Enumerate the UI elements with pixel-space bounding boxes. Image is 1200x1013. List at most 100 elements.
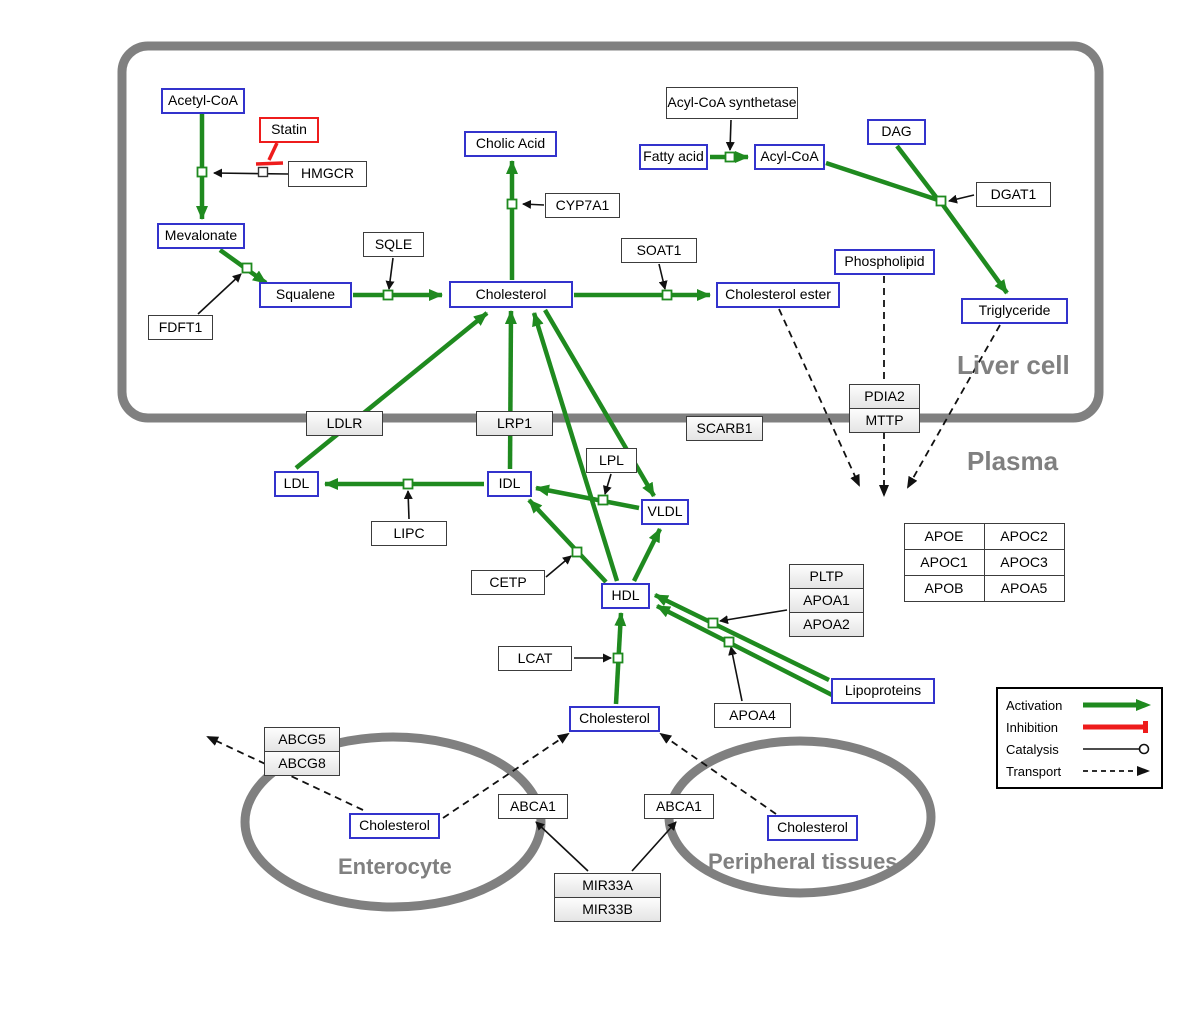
node-abca1-peripheral[interactable]: ABCA1 <box>644 794 714 819</box>
edge-cholesterolester-plasma <box>778 308 860 487</box>
reaction-node <box>382 289 394 301</box>
liver-cell-membrane <box>117 41 1104 423</box>
reaction-node <box>402 478 414 490</box>
edge-mir33-abca1-peripheral <box>631 821 677 872</box>
edge-hdl-vldl <box>631 527 663 583</box>
node-mttp[interactable]: MTTP <box>849 408 920 433</box>
node-lpl[interactable]: LPL <box>586 448 637 473</box>
legend-item-transport: Transport <box>998 760 1161 782</box>
node-fatty-acid[interactable]: Fatty acid <box>639 144 708 170</box>
edge-lipoproteins-hdl-1 <box>654 592 830 683</box>
anchor-node <box>257 166 269 178</box>
edge-idl-cholesterol <box>504 310 517 470</box>
node-pdia2[interactable]: PDIA2 <box>849 384 920 409</box>
node-squalene[interactable]: Squalene <box>259 282 352 308</box>
node-mir33a[interactable]: MIR33A <box>554 873 661 898</box>
node-ldlr[interactable]: LDLR <box>306 411 383 436</box>
edge-dgat1-reaction <box>948 194 975 204</box>
edge-enterocyte-cholesterol-plasma <box>442 732 570 819</box>
apo-table-cell[interactable]: APOC3 <box>983 548 1065 576</box>
legend-catalysis-label: Catalysis <box>1006 741 1059 757</box>
legend: Activation Inhibition Catalysis Transpor… <box>996 687 1163 789</box>
reaction-nodes <box>196 151 947 664</box>
node-acetyl-coa[interactable]: Acetyl-CoA <box>161 88 245 114</box>
node-cholesterol-peripheral[interactable]: Cholesterol <box>767 815 858 841</box>
node-acyl-coa[interactable]: Acyl-CoA <box>754 144 825 170</box>
node-sqle[interactable]: SQLE <box>363 232 424 257</box>
node-hmgcr[interactable]: HMGCR <box>288 161 367 187</box>
edge-acylcoasynthetase-reaction <box>725 119 735 151</box>
reaction-node <box>723 636 735 648</box>
node-abcg8[interactable]: ABCG8 <box>264 751 340 776</box>
node-vldl[interactable]: VLDL <box>641 499 689 525</box>
apo-table-cell[interactable]: APOA5 <box>983 574 1065 602</box>
node-scarb1[interactable]: SCARB1 <box>686 416 763 441</box>
node-statin[interactable]: Statin <box>259 117 319 143</box>
node-apoa2[interactable]: APOA2 <box>789 612 864 637</box>
apo-table-cell[interactable]: APOC1 <box>903 548 985 576</box>
node-fdft1[interactable]: FDFT1 <box>148 315 213 340</box>
edge-apoa-complex-reaction <box>719 609 788 625</box>
statin-inhibition-bar <box>255 161 284 166</box>
reaction-node <box>661 289 673 301</box>
node-mevalonate[interactable]: Mevalonate <box>157 223 245 249</box>
peripheral-tissues-label: Peripheral tissues <box>708 849 898 874</box>
node-lcat[interactable]: LCAT <box>498 646 572 671</box>
node-apoa4[interactable]: APOA4 <box>714 703 791 728</box>
inhibition-tbar-icon <box>1083 721 1148 733</box>
reaction-node <box>241 262 253 274</box>
node-abcg5[interactable]: ABCG5 <box>264 727 340 752</box>
node-abca1-enterocyte[interactable]: ABCA1 <box>498 794 568 819</box>
node-lrp1[interactable]: LRP1 <box>476 411 553 436</box>
apo-table-cell[interactable]: APOB <box>903 574 985 602</box>
node-pltp[interactable]: PLTP <box>789 564 864 589</box>
apolipoprotein-table: APOE APOC2 APOC1 APOC3 APOB APOA5 <box>903 522 1065 602</box>
liver-cell-label: Liver cell <box>957 350 1070 380</box>
node-cetp[interactable]: CETP <box>471 570 545 595</box>
node-mir33b[interactable]: MIR33B <box>554 897 661 922</box>
node-cyp7a1[interactable]: CYP7A1 <box>545 193 620 218</box>
activation-edges <box>196 114 1009 705</box>
edge-cyp7a1-reaction <box>522 199 545 209</box>
node-triglyceride[interactable]: Triglyceride <box>961 298 1068 324</box>
node-lipoproteins[interactable]: Lipoproteins <box>831 678 935 704</box>
apo-table-cell[interactable]: APOE <box>903 522 985 550</box>
node-dgat1[interactable]: DGAT1 <box>976 182 1051 207</box>
activation-arrow-icon <box>1083 699 1151 711</box>
reaction-node <box>612 652 624 664</box>
node-idl[interactable]: IDL <box>487 471 532 497</box>
plasma-label: Plasma <box>967 446 1059 476</box>
apo-table-cell[interactable]: APOC2 <box>983 522 1065 550</box>
reaction-node <box>506 198 518 210</box>
enterocyte-label: Enterocyte <box>338 854 452 879</box>
edge-statin-hmgcr <box>267 142 279 161</box>
edge-soat1-reaction <box>658 263 668 290</box>
reaction-node <box>935 195 947 207</box>
node-hdl[interactable]: HDL <box>601 583 650 609</box>
node-dag[interactable]: DAG <box>867 119 926 145</box>
node-ldl[interactable]: LDL <box>274 471 319 497</box>
node-acyl-coa-synthetase[interactable]: Acyl-CoA synthetase <box>666 87 798 119</box>
inhibition-edge <box>255 142 284 166</box>
edge-junction-triglyceride <box>941 203 1009 295</box>
edge-sqle-reaction <box>385 257 395 290</box>
node-lipc[interactable]: LIPC <box>371 521 447 546</box>
legend-inhibition-label: Inhibition <box>1006 719 1059 735</box>
legend-item-inhibition: Inhibition <box>998 716 1161 738</box>
legend-activation-label: Activation <box>1006 697 1063 713</box>
reaction-node <box>597 494 609 506</box>
node-apoa1[interactable]: APOA1 <box>789 588 864 613</box>
node-soat1[interactable]: SOAT1 <box>621 238 697 263</box>
catalysis-edges <box>197 119 975 872</box>
reaction-node <box>707 617 719 629</box>
node-cholesterol-plasma[interactable]: Cholesterol <box>569 706 660 732</box>
node-cholesterol-ester[interactable]: Cholesterol ester <box>716 282 840 308</box>
node-cholesterol-enterocyte[interactable]: Cholesterol <box>349 813 440 839</box>
node-cholic-acid[interactable]: Cholic Acid <box>464 131 557 157</box>
node-phospholipid[interactable]: Phospholipid <box>834 249 935 275</box>
node-cholesterol-liver[interactable]: Cholesterol <box>449 281 573 308</box>
edge-mir33-abca1-enterocyte <box>535 821 589 872</box>
reaction-node <box>571 546 583 558</box>
